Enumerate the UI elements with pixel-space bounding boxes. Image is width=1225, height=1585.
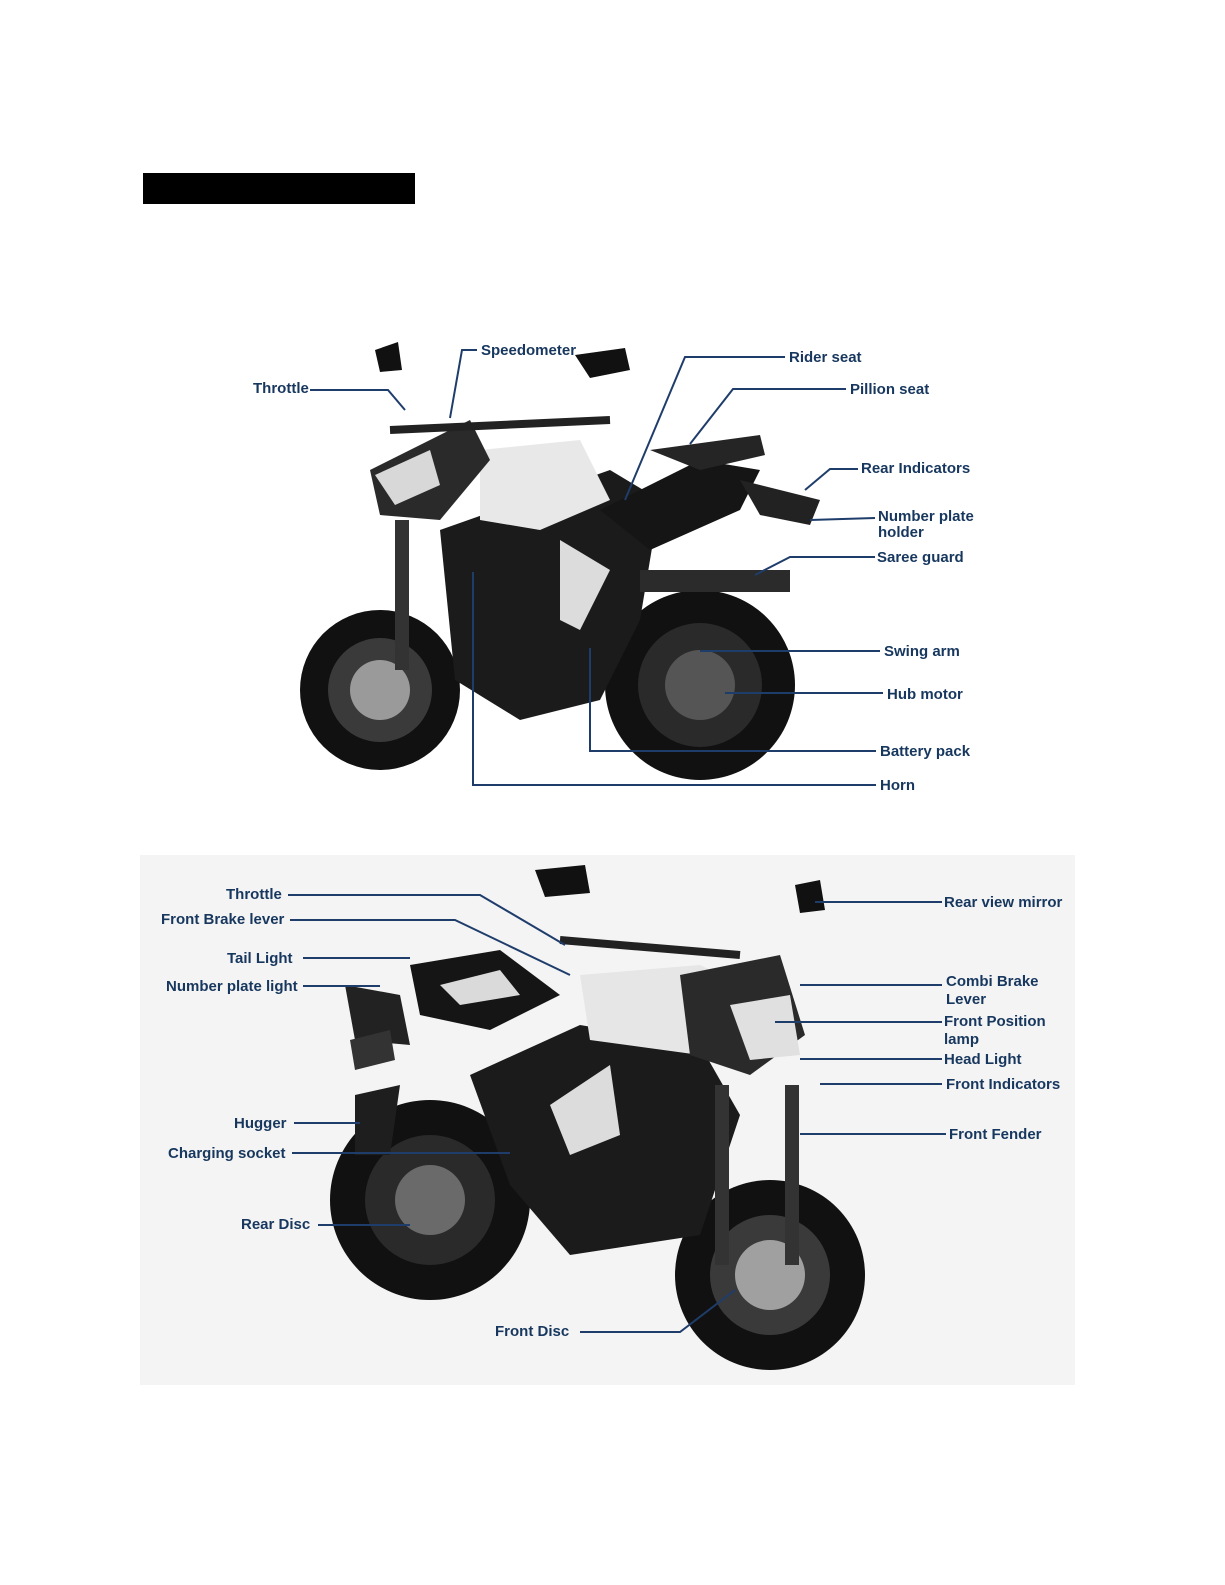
label-number-plate-holder-2: holder <box>878 524 924 541</box>
label-head-light: Head Light <box>944 1051 1022 1068</box>
motorcycle-top-illustration <box>300 342 820 780</box>
label-rider-seat: Rider seat <box>789 349 862 366</box>
label-number-plate-holder-1: Number plate <box>878 508 974 525</box>
label-battery-pack: Battery pack <box>880 743 971 760</box>
label-rear-indicators: Rear Indicators <box>861 460 971 477</box>
label-swing-arm: Swing arm <box>884 643 960 660</box>
label-hugger: Hugger <box>234 1115 287 1132</box>
label-rear-disc: Rear Disc <box>241 1216 311 1233</box>
label-front-brake-lever: Front Brake lever <box>161 911 285 928</box>
label-front-position-lamp-1: Front Position <box>944 1013 1046 1030</box>
label-front-indicators: Front Indicators <box>946 1076 1061 1093</box>
label-hub-motor: Hub motor <box>887 686 963 703</box>
label-speedometer: Speedometer <box>481 342 577 359</box>
label-front-disc: Front Disc <box>495 1323 570 1340</box>
label-front-position-lamp-2: lamp <box>944 1031 980 1048</box>
label-combi-brake-lever-2: Lever <box>946 991 987 1008</box>
section-title-bar <box>143 173 415 204</box>
label-rear-view-mirror: Rear view mirror <box>944 894 1063 911</box>
label-horn: Horn <box>880 777 915 794</box>
label-pillion-seat: Pillion seat <box>850 381 930 398</box>
label-combi-brake-lever-1: Combi Brake <box>946 973 1039 990</box>
label-saree-guard: Saree guard <box>877 549 964 566</box>
label-number-plate-light: Number plate light <box>166 978 298 995</box>
label-throttle-top: Throttle <box>253 380 309 397</box>
label-tail-light: Tail Light <box>227 950 293 967</box>
label-front-fender: Front Fender <box>949 1126 1042 1143</box>
label-charging-socket: Charging socket <box>168 1145 286 1162</box>
label-throttle-bottom: Throttle <box>226 886 282 903</box>
